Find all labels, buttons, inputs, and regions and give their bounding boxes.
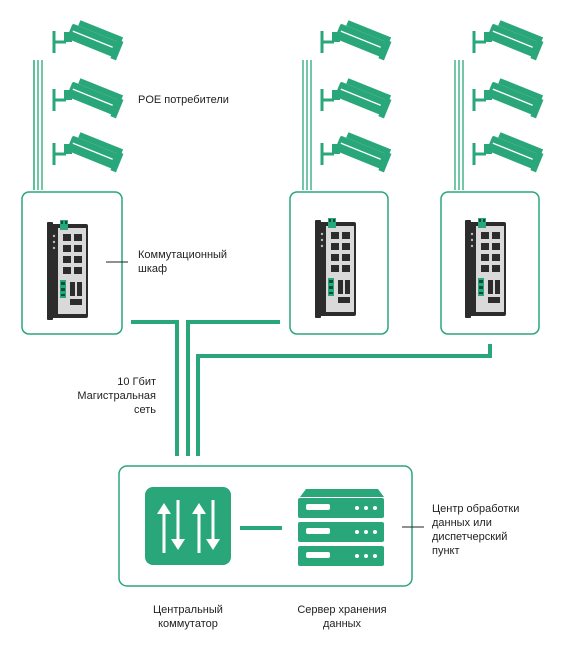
central-switch-icon <box>145 487 231 565</box>
label-data-center: Центр обработки данных или диспетчерский… <box>432 503 520 557</box>
camera-group-left <box>33 16 127 190</box>
label-switch-cabinet: Коммутационный шкаф <box>138 249 228 275</box>
label-backbone: 10 Гбит Магистральная сеть <box>77 376 156 416</box>
camera-group-middle <box>302 16 395 190</box>
backbone-lines <box>131 320 492 456</box>
camera-group-right <box>454 16 547 190</box>
storage-server-icon <box>298 489 384 566</box>
label-storage-server: Сервер хранения данных <box>297 604 387 630</box>
label-poe-consumers: POE потребители <box>138 94 229 106</box>
label-central-switch: Центральный коммутатор <box>153 604 223 630</box>
switch-device-middle <box>315 218 356 318</box>
switch-device-left <box>47 220 88 320</box>
switch-device-right <box>465 218 506 318</box>
